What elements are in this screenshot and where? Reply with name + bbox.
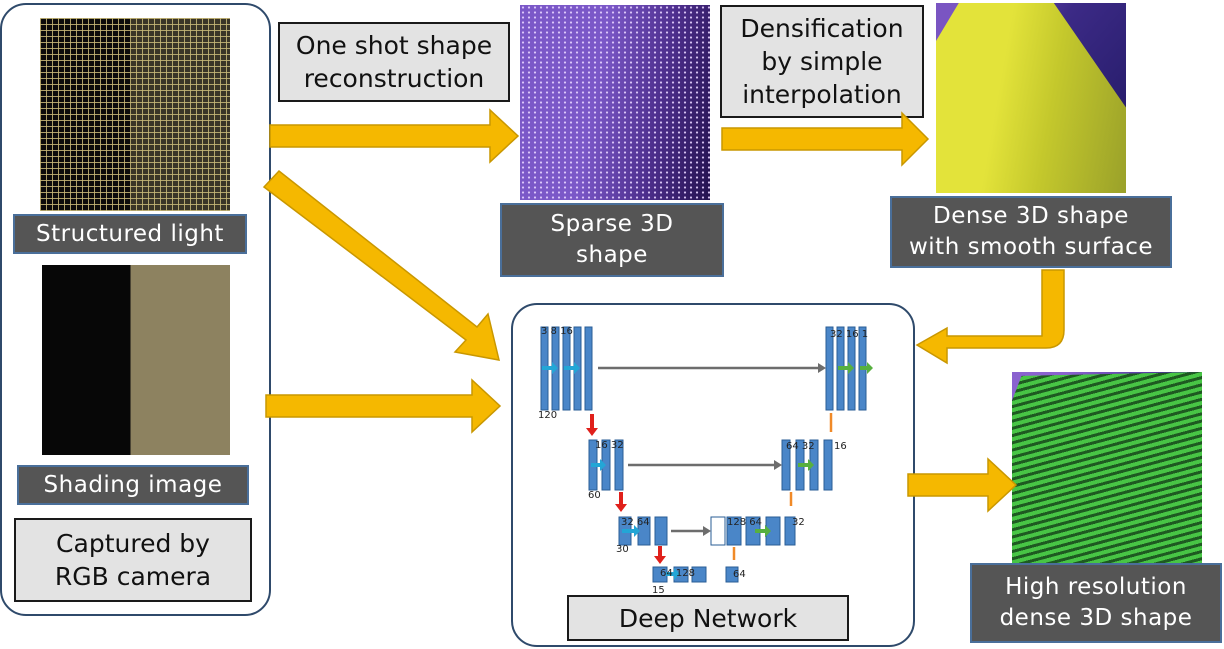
arrow-dense-to-network	[915, 269, 1065, 365]
enc3-blocks	[618, 516, 668, 546]
dec3-block-5	[784, 516, 796, 546]
dec3-block-2	[726, 516, 742, 546]
dec3-top-number: 128 64	[727, 517, 762, 528]
merge-arrow-2	[860, 362, 873, 374]
sparse-3d-label: Sparse 3D shape	[500, 203, 724, 277]
conv-arrow-5	[666, 568, 680, 580]
merge-arrow-4	[755, 525, 771, 537]
input-panel	[0, 3, 271, 616]
arrow-to-dense	[721, 111, 930, 167]
enc1-top-number: 3 8 16	[541, 326, 573, 337]
unet: 3 8 16 120 32 16 1 16 32 60 64 32 16 32 …	[538, 326, 873, 596]
merge-arrow-3	[798, 459, 814, 471]
sparse-3d-image	[520, 5, 710, 200]
flow-arrows	[262, 108, 1065, 513]
densification-label: Densification by simple interpolation	[720, 5, 924, 118]
deep-network-label: Deep Network	[567, 595, 849, 641]
skip-arrowhead-2	[774, 460, 782, 470]
dec3-blocks	[710, 516, 796, 546]
arrow-network-to-highres	[907, 457, 1018, 513]
enc2-block-3	[614, 439, 624, 491]
structured-light-image	[40, 18, 230, 211]
conv-arrow-1	[542, 362, 558, 374]
conv-arrow-4	[622, 525, 640, 537]
dec2-right-number: 16	[834, 441, 847, 452]
enc1-block-5	[584, 326, 593, 411]
dec1-block-1	[825, 326, 834, 411]
structured-light-label: Structured light	[13, 214, 247, 254]
bottleneck-block-3	[691, 566, 707, 583]
dec3-block-1	[710, 516, 726, 546]
bottleneck-bottom-number: 15	[652, 585, 665, 596]
dec2-block-4	[823, 439, 833, 491]
skip-arrowhead-1	[818, 363, 826, 373]
bottleneck-right-number: 64	[733, 569, 746, 580]
arrow-to-sparse	[269, 108, 520, 164]
bottleneck-block-4	[725, 566, 739, 583]
high-res-3d-image	[1012, 372, 1202, 564]
enc2-top-number: 16 32	[595, 440, 624, 451]
downsample-arrow-2	[615, 492, 627, 512]
enc3-block-3	[654, 516, 668, 546]
one-shot-label: One shot shape reconstruction	[278, 22, 510, 102]
dense-3d-label: Dense 3D shape with smooth surface	[890, 196, 1172, 268]
downsample-arrow-3	[654, 546, 666, 564]
captured-by-label: Captured by RGB camera	[14, 518, 252, 602]
arrow-shading-to-network	[265, 378, 502, 434]
conv-arrow-2	[564, 362, 580, 374]
shading-image-label: Shading image	[17, 465, 249, 505]
shading-image	[42, 265, 230, 455]
bottleneck-blocks	[652, 566, 739, 583]
dec3-right-number: 32	[792, 517, 805, 528]
dec1-top-number: 32 16 1	[830, 329, 868, 340]
enc3-bottom-number: 30	[616, 544, 629, 555]
conv-arrow-3	[591, 459, 606, 471]
enc2-bottom-number: 60	[588, 490, 601, 501]
merge-arrow-1	[838, 362, 854, 374]
arrow-structured-to-network	[262, 169, 500, 361]
bottleneck-top-number: 64 128	[660, 568, 695, 579]
dec2-top-number: 64 32	[786, 441, 815, 452]
skip-arrowhead-3	[703, 526, 711, 536]
high-res-label: High resolution dense 3D shape	[970, 563, 1222, 643]
downsample-arrow-1	[586, 414, 598, 436]
enc1-bottom-number: 120	[538, 410, 557, 421]
dense-3d-image	[936, 3, 1126, 193]
enc3-top-number: 32 64	[621, 517, 650, 528]
